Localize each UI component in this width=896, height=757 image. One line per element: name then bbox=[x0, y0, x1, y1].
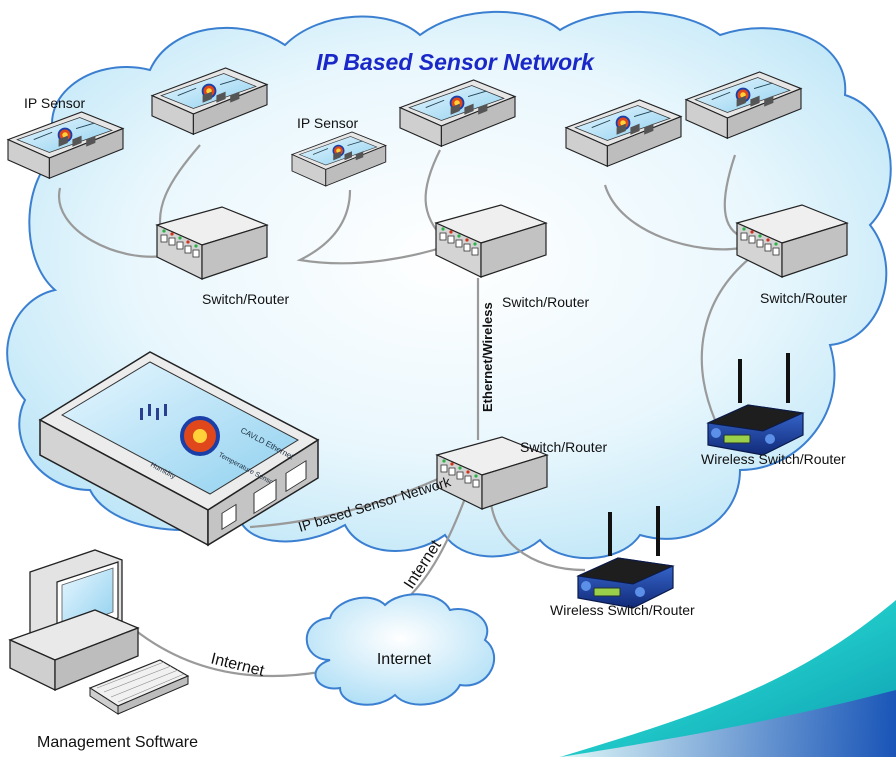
ethernet-wireless-label: Ethernet/Wireless bbox=[480, 302, 495, 412]
switch-label-center: Switch/Router bbox=[520, 439, 607, 455]
blue-band-decoration bbox=[560, 690, 896, 757]
switch-label-1: Switch/Router bbox=[202, 291, 289, 307]
internet-link-label-2: Internet bbox=[209, 650, 266, 680]
switch-label-3: Switch/Router bbox=[760, 290, 847, 306]
base-unit-icon: CAVLD Ethernet Temperature Sensor Humidi… bbox=[38, 351, 320, 547]
computer-icon bbox=[8, 549, 190, 715]
ip-sensor-label-1: IP Sensor bbox=[24, 95, 86, 111]
switch-label-2: Switch/Router bbox=[502, 294, 589, 310]
page-title: IP Based Sensor Network bbox=[316, 49, 595, 75]
internet-cloud-label: Internet bbox=[377, 651, 432, 668]
wireless-router-label-2: Wireless Switch/Router bbox=[550, 602, 695, 618]
wireless-router-label-1: Wireless Switch/Router bbox=[701, 451, 846, 467]
ip-sensor-label-2: IP Sensor bbox=[297, 115, 359, 131]
cloud-icon bbox=[305, 593, 496, 706]
management-software-label: Management Software bbox=[37, 734, 198, 751]
